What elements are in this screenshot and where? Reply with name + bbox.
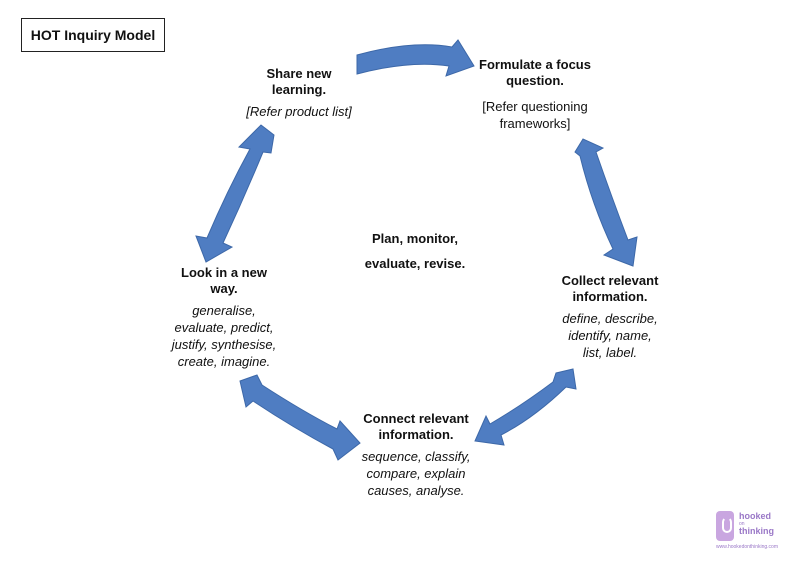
- node-body: [Refer questioning frameworks]: [482, 99, 588, 131]
- node-heading: Collect relevant information.: [561, 273, 659, 304]
- node-body: sequence, classify, compare, explain cau…: [361, 449, 471, 498]
- node-body: generalise, evaluate, predict, justify, …: [171, 303, 277, 369]
- node-heading: Formulate a focus question.: [479, 57, 591, 88]
- node-heading: Share new learning.: [266, 66, 332, 97]
- node-look-in-new-way: Look in a new way. generalise, evaluate,…: [156, 265, 292, 370]
- node-body: define, describe, identify, name, list, …: [562, 311, 658, 360]
- node-body: [Refer product list]: [246, 104, 352, 119]
- center-label: Plan, monitor, evaluate, revise.: [364, 231, 466, 271]
- node-collect-relevant-information: Collect relevant information. define, de…: [542, 273, 678, 361]
- node-connect-relevant-information: Connect relevant information. sequence, …: [346, 411, 486, 499]
- title-box: HOT Inquiry Model: [21, 18, 165, 52]
- diagram-title: HOT Inquiry Model: [30, 27, 156, 43]
- node-heading: Look in a new way.: [181, 265, 267, 296]
- node-share-new-learning: Share new learning. [Refer product list]: [234, 66, 364, 120]
- arrow-collect-connect: [474, 368, 577, 446]
- arrow-share-to-formulate: [356, 39, 475, 77]
- arrow-share-look: [195, 124, 275, 263]
- arrow-look-connect: [239, 374, 361, 461]
- node-heading: Connect relevant information.: [363, 411, 469, 442]
- hooked-on-thinking-logo: hooked on thinking www.hookedonthinking.…: [716, 511, 778, 550]
- node-formulate-focus-question: Formulate a focus question. [Refer quest…: [462, 57, 608, 132]
- arrow-formulate-collect: [574, 138, 638, 267]
- logo-mark-icon: [716, 511, 734, 541]
